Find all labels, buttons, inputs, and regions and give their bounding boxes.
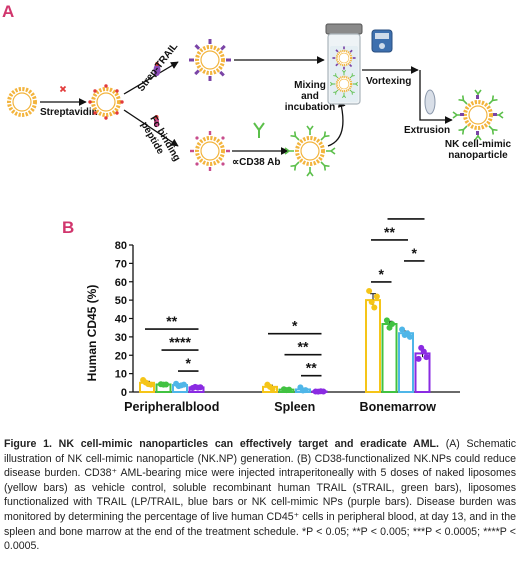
category-label: Peripheralblood bbox=[124, 400, 219, 414]
significance-label: ** bbox=[166, 313, 177, 329]
data-point bbox=[389, 321, 396, 328]
label-result-2: nanoparticle bbox=[448, 150, 508, 161]
data-point bbox=[420, 348, 427, 355]
antibody-icon bbox=[253, 122, 265, 138]
label-streptavidin: Streptavidin bbox=[40, 107, 98, 118]
data-point bbox=[269, 386, 276, 393]
bar bbox=[381, 323, 398, 393]
panel-b-chart: B Human CD45 (%) 0 10 20 30 40 50 60 70 80Periph… bbox=[62, 215, 460, 414]
arrow-ab-to-vial bbox=[327, 99, 346, 147]
label-strep-trail: Strep-TRAIL bbox=[136, 41, 181, 94]
significance-label: ** bbox=[384, 224, 395, 240]
nk-mimic-nanoparticle bbox=[453, 90, 503, 140]
data-point bbox=[423, 354, 430, 361]
label-extrusion: Extrusion bbox=[404, 125, 450, 136]
vortexer-icon bbox=[371, 29, 393, 53]
data-point bbox=[197, 384, 204, 391]
y-tick-label: 70 bbox=[115, 258, 127, 270]
trail-protein-icon bbox=[153, 62, 161, 76]
data-point bbox=[163, 381, 170, 388]
streptavidin-liposome bbox=[88, 84, 124, 120]
figure-caption: Figure 1. NK cell-mimic nanoparticles ca… bbox=[4, 437, 516, 554]
label-mixing-3: incubation bbox=[285, 102, 336, 113]
streptavidin-icon bbox=[59, 85, 67, 93]
data-point bbox=[371, 304, 378, 311]
data-point bbox=[406, 333, 413, 340]
significance-label: * bbox=[292, 318, 298, 334]
data-point bbox=[383, 317, 390, 324]
panel-a-letter: A bbox=[2, 2, 14, 21]
caption-body: (A) Schematic illustration of NK cell-mi… bbox=[4, 438, 517, 553]
y-tick-label: 40 bbox=[115, 314, 127, 326]
data-point bbox=[286, 386, 293, 393]
data-point bbox=[366, 287, 373, 294]
significance-label: * bbox=[412, 245, 418, 261]
arrow-to-strep-trail bbox=[123, 61, 179, 95]
y-tick-label: 20 bbox=[115, 350, 127, 362]
data-point bbox=[147, 381, 154, 388]
data-point bbox=[302, 387, 309, 394]
label-cd38-ab: ∝CD38 Ab bbox=[232, 157, 280, 168]
significance-label: * bbox=[379, 266, 385, 282]
panel-b-letter: B bbox=[62, 218, 74, 237]
bar bbox=[365, 299, 381, 393]
label-mixing-1: Mixing bbox=[294, 80, 326, 91]
y-tick-label: 80 bbox=[115, 240, 127, 252]
arrow-to-fc-peptide bbox=[123, 109, 179, 147]
data-point bbox=[368, 298, 375, 305]
label-result-1: NK cell-mimic bbox=[445, 139, 512, 150]
y-tick-label: 60 bbox=[115, 277, 127, 289]
data-point bbox=[180, 381, 187, 388]
peptide-liposome bbox=[190, 131, 230, 171]
y-tick-label: 30 bbox=[115, 332, 127, 344]
y-axis-label: Human CD45 (%) bbox=[85, 285, 99, 382]
trail-liposome bbox=[189, 39, 231, 81]
significance-label: * bbox=[403, 215, 409, 219]
caption-title: Figure 1. NK cell-mimic nanoparticles ca… bbox=[4, 438, 439, 450]
vial-icon bbox=[325, 23, 363, 105]
peptide-icon bbox=[154, 115, 159, 127]
data-point bbox=[399, 326, 406, 333]
significance-label: * bbox=[186, 355, 192, 371]
label-vortexing: Vortexing bbox=[366, 76, 411, 87]
significance-label: ** bbox=[298, 339, 309, 355]
membrane-icon bbox=[424, 89, 436, 115]
y-tick-label: 10 bbox=[115, 369, 127, 381]
category-label: Bonemarrow bbox=[360, 400, 437, 414]
category-label: Spleen bbox=[274, 400, 315, 414]
arrow-extrusion bbox=[419, 70, 453, 124]
y-tick-label: 50 bbox=[115, 295, 127, 307]
data-point bbox=[373, 293, 380, 300]
data-point bbox=[415, 355, 422, 362]
label-mixing-2: and bbox=[301, 91, 319, 102]
significance-label: ** bbox=[306, 360, 317, 376]
significance-label: **** bbox=[169, 334, 191, 350]
data-point bbox=[320, 388, 327, 395]
antibody-liposome bbox=[285, 126, 335, 176]
y-tick-label: 0 bbox=[121, 387, 127, 399]
panel-a-schematic: A Streptavidin Strep-TRAIL Fc binding pe… bbox=[2, 2, 512, 215]
naked-liposome bbox=[7, 87, 37, 117]
bar bbox=[398, 332, 414, 393]
